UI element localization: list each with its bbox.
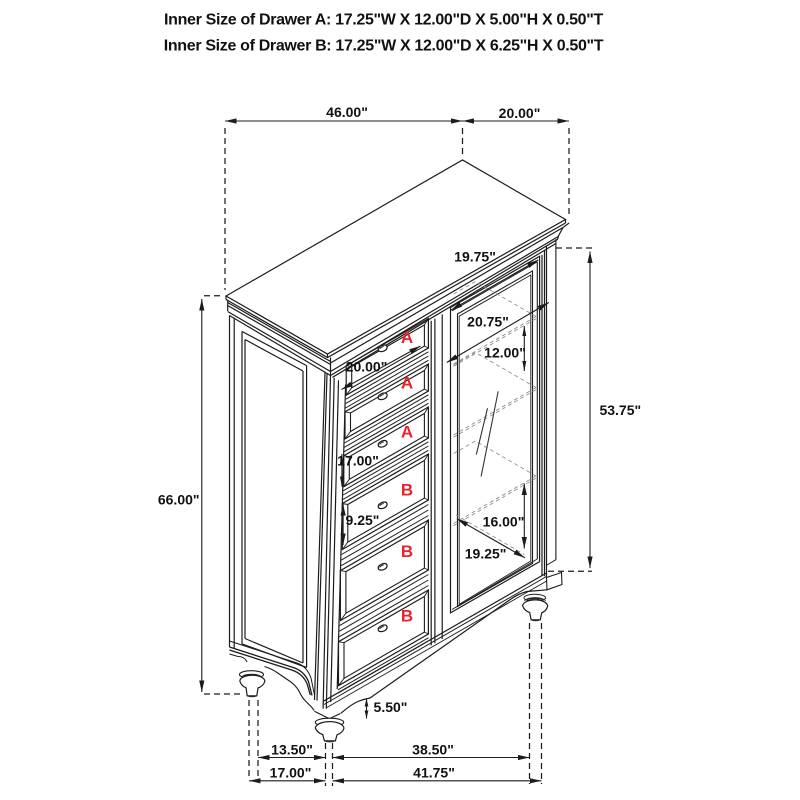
svg-text:17.00": 17.00" (270, 765, 312, 781)
svg-text:19.25": 19.25" (465, 546, 507, 562)
svg-text:19.75": 19.75" (454, 249, 496, 265)
svg-text:20.00": 20.00" (499, 105, 541, 121)
svg-text:A: A (401, 374, 413, 393)
svg-text:20.00": 20.00" (346, 359, 388, 375)
svg-text:Inner Size of Drawer B: 17.25": Inner Size of Drawer B: 17.25"W X 12.00"… (164, 38, 604, 55)
svg-text:20.75": 20.75" (467, 314, 509, 330)
svg-text:5.50": 5.50" (374, 699, 408, 715)
svg-text:B: B (401, 607, 413, 626)
svg-text:B: B (401, 542, 413, 561)
svg-text:16.00": 16.00" (483, 514, 525, 530)
svg-text:66.00": 66.00" (158, 491, 200, 507)
svg-text:38.50": 38.50" (412, 741, 454, 757)
svg-text:9.25": 9.25" (346, 512, 380, 528)
svg-text:17.00": 17.00" (337, 453, 379, 469)
svg-text:Inner Size of Drawer A: 17.25": Inner Size of Drawer A: 17.25"W X 12.00"… (164, 12, 603, 29)
svg-text:A: A (401, 423, 413, 442)
svg-text:12.00": 12.00" (484, 345, 526, 361)
svg-text:B: B (401, 481, 413, 500)
svg-text:A: A (401, 328, 413, 347)
svg-text:13.50": 13.50" (271, 741, 313, 757)
svg-text:41.75": 41.75" (413, 765, 455, 781)
svg-text:53.75": 53.75" (599, 402, 641, 418)
svg-text:46.00": 46.00" (326, 104, 368, 120)
